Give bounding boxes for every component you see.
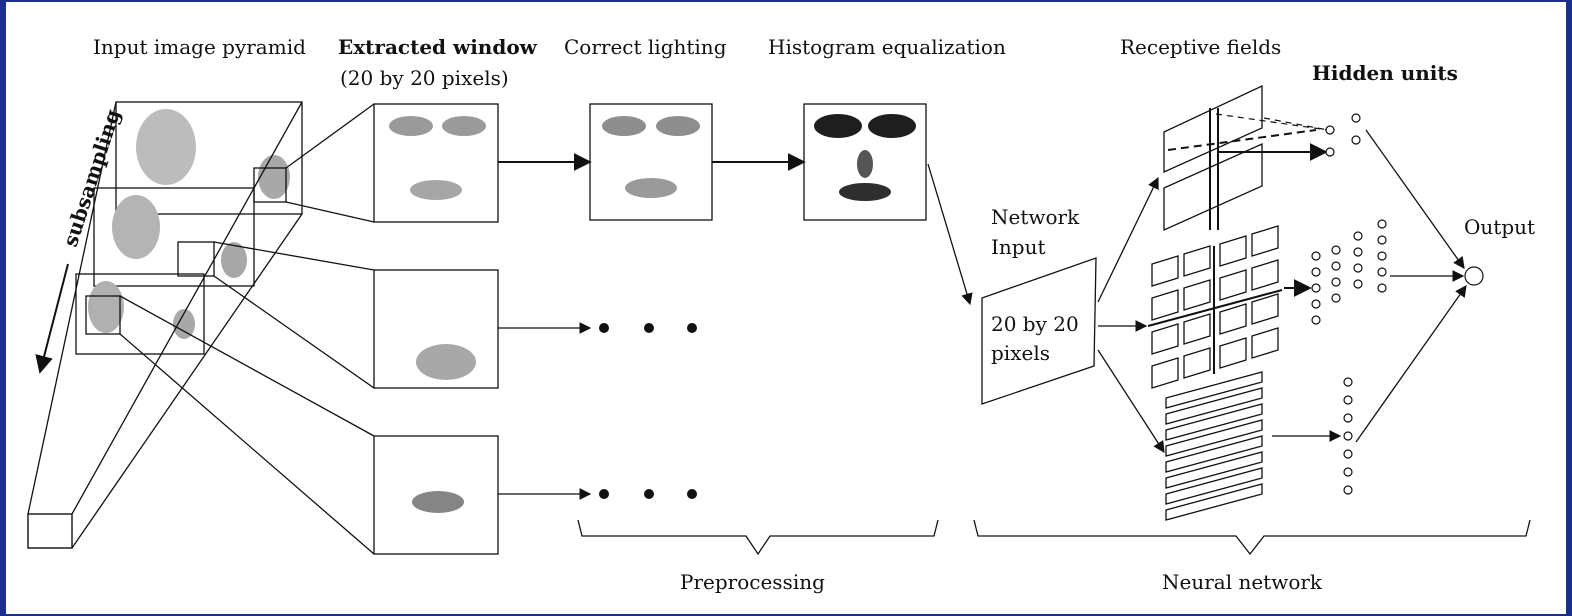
neural-network-label: Neural network [1162,570,1323,594]
extracted-window-3 [373,435,499,555]
pixels-size-label: 20 by 20 [991,312,1079,336]
receptive-fields-label: Receptive fields [1120,35,1281,59]
window-connector [119,295,375,437]
hidden-units-label: Hidden units [1312,61,1458,85]
face-feature [857,150,873,178]
pyramid-level-1-image [115,101,303,215]
arrow-to-stripe-fields [1097,349,1165,453]
face-feature [839,183,891,201]
receptive-field-link [1215,113,1329,131]
receptive-field-quad [1163,84,1263,174]
pyramid-edge [71,101,303,515]
window-connector [285,103,375,169]
ellipsis-dot [687,323,697,333]
diagram-frame: Input image pyramid Extracted window (20… [6,2,1566,614]
face-feature [625,178,677,198]
window-connector [119,333,375,555]
window-connector [213,275,375,389]
preprocessing-brace [577,519,939,556]
face-feature [868,114,916,138]
arrow-to-network-input [927,163,973,306]
face-feature [442,116,486,136]
ellipsis-dot [644,489,654,499]
neural-network-brace [973,519,1531,556]
subsampling-arrow [35,263,69,374]
hidden-units-bottom [1343,377,1353,495]
pixels-label: pixels [991,341,1050,365]
horizontal-stripe-fields [1165,371,1263,521]
scan-window [177,241,215,277]
hidden-units-middle [1311,219,1387,325]
window-size-label: (20 by 20 pixels) [340,66,509,90]
pyramid-edge [71,213,303,549]
arrow-to-output [1365,129,1465,269]
pyramid-level-2-image [93,187,255,287]
output-unit [1464,266,1484,286]
receptive-field-link [1263,117,1329,131]
extracted-window-2 [373,269,499,389]
image-pyramid [27,101,303,549]
scan-window [253,167,287,203]
face-feature [410,180,462,200]
face-feature [656,116,700,136]
face-shape [136,109,196,185]
extracted-windows [119,103,499,555]
pyramid-smallest-level [27,513,73,549]
network-input [927,163,1097,405]
face-detection-pipeline-diagram: Input image pyramid Extracted window (20… [27,35,1535,594]
input-label: Input [991,235,1046,259]
face-shape [221,242,247,278]
input-pyramid-label: Input image pyramid [93,35,306,59]
window-connector [285,201,375,223]
receptive-field-link [1167,129,1317,151]
network-label: Network [991,205,1080,229]
network-input-plane [981,257,1097,405]
window-connector [213,241,375,271]
arrow-to-top-fields [1097,176,1159,303]
face-feature [416,344,476,380]
preprocessing-stage [498,103,939,556]
neural-network [973,84,1531,556]
correct-lighting-label: Correct lighting [564,35,727,59]
face-shape [258,155,290,199]
face-feature [412,491,464,513]
ellipsis-dot [644,323,654,333]
face-shape [112,195,160,259]
extracted-window-label: Extracted window [338,35,538,59]
receptive-field-grid [1147,225,1283,389]
face-feature [814,114,862,138]
face-shape [88,281,124,333]
output-label: Output [1464,215,1535,239]
face-shape [173,309,195,339]
scan-window [85,295,121,335]
face-feature [602,116,646,136]
receptive-field-quad [1163,142,1263,232]
arrow-to-output [1355,285,1467,443]
pyramid-edge [27,101,117,515]
hidden-units-top [1325,113,1361,157]
pyramid-level-3-image [75,273,205,355]
ellipsis-dot [599,323,609,333]
histogram-equalization-label: Histogram equalization [768,35,1006,59]
ellipsis-dot [687,489,697,499]
face-feature [389,116,433,136]
ellipsis-dot [599,489,609,499]
preprocessing-label: Preprocessing [680,570,825,594]
